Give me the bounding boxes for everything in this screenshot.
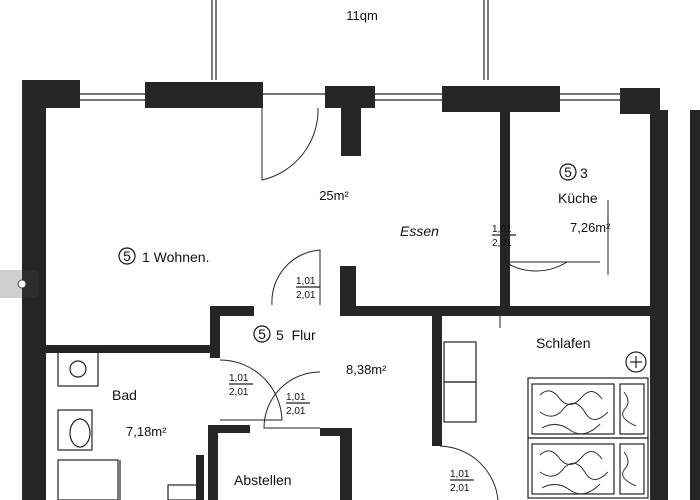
left-marker bbox=[0, 270, 38, 298]
bedroom-door-width: 1,01 bbox=[450, 469, 470, 480]
exterior-walls bbox=[22, 80, 700, 500]
living-door-height: 2,01 bbox=[296, 290, 316, 301]
living-door-width: 1,01 bbox=[296, 276, 316, 287]
hall-area: 8,38m² bbox=[346, 362, 387, 377]
storage-label: Abstellen bbox=[234, 472, 292, 488]
kitchen-door-height: 2,01 bbox=[492, 238, 512, 249]
bathroom-label: Bad bbox=[112, 387, 137, 403]
balcony-outline bbox=[211, 0, 489, 80]
door-dimensions: 1,01 2,01 1,01 2,01 1,01 2,01 1,01 2,01 … bbox=[229, 224, 516, 494]
kitchen-number-suffix: 3 bbox=[580, 165, 588, 181]
bath-door-height: 2,01 bbox=[229, 387, 249, 398]
kitchen-area: 7,26m² bbox=[570, 220, 611, 235]
bedroom-label: Schlafen bbox=[536, 335, 590, 351]
bedroom-door-height: 2,01 bbox=[450, 483, 470, 494]
hall-number: 5 bbox=[258, 326, 266, 342]
kitchen-number-circle bbox=[559, 163, 577, 181]
bathroom-area: 7,18m² bbox=[126, 424, 167, 439]
storage-door-width: 1,01 bbox=[286, 392, 306, 403]
storage-door-height: 2,01 bbox=[286, 406, 306, 417]
bedroom-furniture bbox=[443, 341, 649, 499]
bathroom-fixtures bbox=[57, 351, 199, 500]
living-area: 25m² bbox=[319, 188, 349, 203]
bath-door-width: 1,01 bbox=[229, 373, 249, 384]
living-number: 5 bbox=[123, 248, 131, 264]
living-room-label: 1 Wohnen. bbox=[142, 249, 209, 265]
balcony-area: 11qm bbox=[346, 8, 378, 23]
dining-handwriting: Essen bbox=[400, 223, 439, 239]
kitchen-door-width: 1,01 bbox=[492, 224, 512, 235]
living-number-circle bbox=[118, 247, 136, 265]
hall-number-circle bbox=[253, 325, 271, 343]
doors bbox=[219, 107, 609, 500]
interior-walls bbox=[46, 112, 660, 500]
kitchen-number: 5 bbox=[564, 164, 572, 180]
kitchen-room-label: Küche bbox=[558, 190, 598, 206]
hall-room-label: 5 Flur bbox=[276, 327, 316, 343]
